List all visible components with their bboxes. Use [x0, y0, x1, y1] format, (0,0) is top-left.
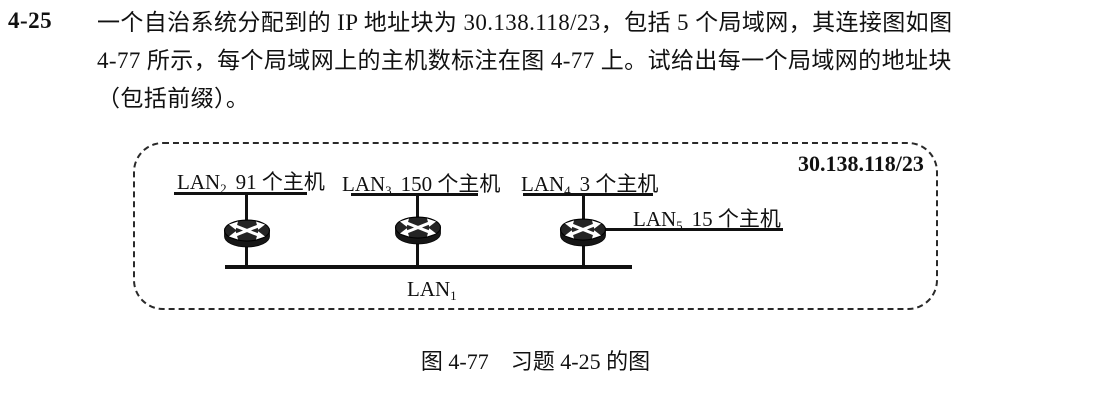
lan1-bus-line [225, 265, 632, 269]
lan1-name: LAN [407, 277, 451, 301]
lan3-subscript: 3 [385, 183, 392, 198]
lan2-segment-line [174, 192, 307, 195]
router1-icon [223, 219, 271, 248]
lan3-host-count: 150 个主机 [400, 172, 501, 196]
figure-caption: 图 4-77 习题 4-25 的图 [420, 349, 651, 374]
problem-text-line-2: 4-77 所示，每个局域网上的主机数标注在图 4-77 上。试给出每一个局域网的… [97, 48, 952, 73]
lan5-label: LAN5 15 个主机 [633, 203, 781, 233]
lan4-name: LAN [521, 172, 565, 196]
lan2-name: LAN [177, 170, 221, 194]
lan2-subscript: 2 [220, 181, 227, 196]
lan5-segment-line [600, 228, 783, 231]
lan3-label: LAN3 150 个主机 [342, 168, 500, 198]
lan2-host-count: 91 个主机 [235, 170, 325, 194]
lan1-subscript: 1 [450, 288, 457, 303]
lan4-label: LAN4 3 个主机 [521, 168, 658, 198]
network-address-label: 30.138.118/23 [798, 151, 924, 176]
lan3-name: LAN [342, 172, 386, 196]
lan5-name: LAN [633, 207, 677, 231]
lan4-subscript: 4 [564, 183, 571, 198]
autonomous-system-boundary [133, 142, 938, 310]
router2-icon [394, 216, 442, 245]
lan3-segment-line [351, 193, 478, 196]
router3-icon [559, 218, 607, 247]
lan4-host-count: 3 个主机 [579, 172, 659, 196]
lan5-host-count: 15 个主机 [691, 207, 781, 231]
problem-text-line-1: 一个自治系统分配到的 IP 地址块为 30.138.118/23，包括 5 个局… [97, 10, 953, 35]
problem-text-line-3: （包括前缀）。 [97, 86, 250, 111]
lan4-segment-line [523, 193, 653, 196]
problem-number: 4-25 [8, 8, 53, 33]
lan2-label: LAN2 91 个主机 [177, 166, 325, 196]
lan5-subscript: 5 [676, 218, 683, 233]
lan1-label: LAN1 [407, 277, 457, 302]
